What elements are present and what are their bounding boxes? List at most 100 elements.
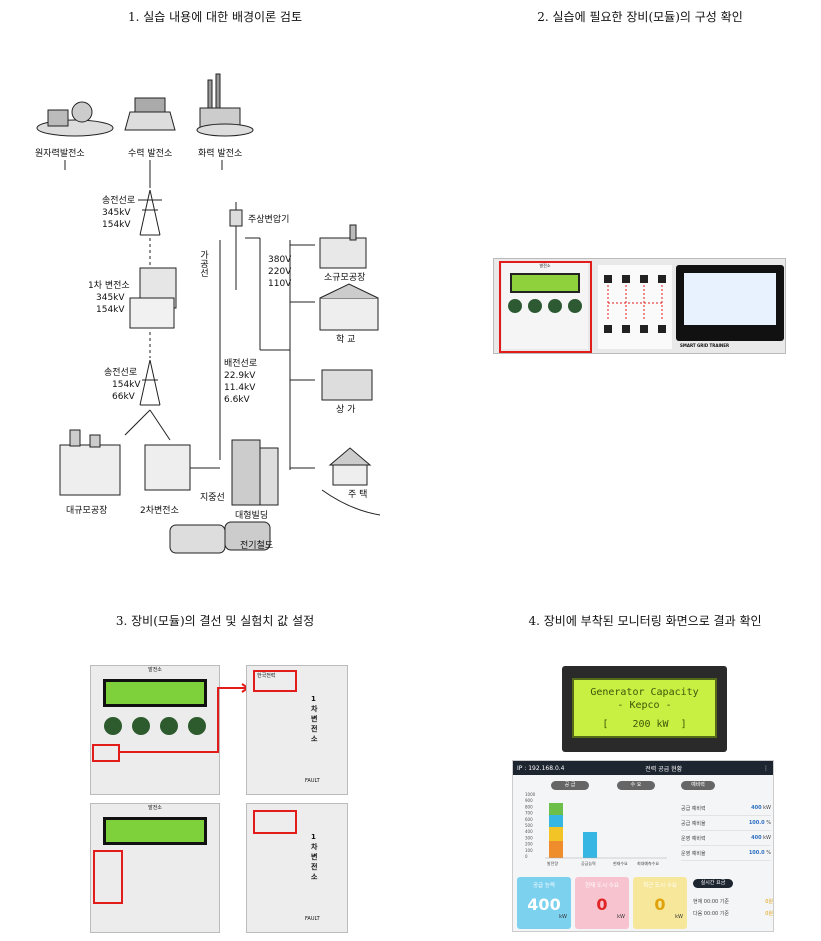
knob-icon bbox=[548, 299, 562, 313]
monitoring-screen: IP : 192.168.0.4 전력 공급 현황 ⋮ 공 급 수 요 예비력 … bbox=[512, 760, 774, 932]
fault-label: FAULT bbox=[305, 778, 320, 784]
screen-header: IP : 192.168.0.4 전력 공급 현황 ⋮ bbox=[513, 761, 773, 775]
lcd-display bbox=[103, 679, 207, 707]
consumer-label: 주 택 bbox=[348, 489, 367, 500]
y-tick-label: 200 bbox=[525, 842, 533, 847]
y-tick-label: 700 bbox=[525, 811, 533, 816]
small-factory-icon bbox=[319, 224, 367, 269]
knob-icon bbox=[188, 717, 206, 735]
connection-line bbox=[120, 683, 249, 753]
large-building-icon bbox=[231, 439, 279, 506]
svg-text:220V: 220V bbox=[268, 267, 292, 277]
tile-supply-capacity: 공급 능력 400 kW bbox=[517, 877, 571, 929]
bar-segment bbox=[549, 827, 563, 841]
svg-text:345kV: 345kV bbox=[96, 293, 125, 303]
reserve-pill: 예비력 bbox=[681, 781, 715, 790]
realtime-fee-pill: 실시간 요금 bbox=[693, 879, 733, 888]
brand-label: SMART GRID TRAINER bbox=[680, 343, 730, 348]
substation-icon bbox=[129, 267, 177, 329]
menu-icon[interactable]: ⋮ bbox=[762, 764, 769, 772]
plant-label: 원자력발전소 bbox=[35, 147, 85, 159]
grid-map-icon bbox=[604, 275, 666, 333]
svg-text:66kV: 66kV bbox=[112, 392, 136, 402]
knob-icon bbox=[160, 717, 178, 735]
highlight-box bbox=[253, 670, 297, 692]
transmission1-label: 송전선로 bbox=[102, 195, 135, 206]
lcd-display: Generator Capacity - Kepco - [ 200 kW ] bbox=[572, 678, 717, 738]
caption-step2: 2. 실습에 필요한 장비(모듈)의 구성 확인 bbox=[537, 10, 743, 24]
knob-icon bbox=[528, 299, 542, 313]
highlight-box bbox=[92, 744, 120, 762]
plant-label: 수력 발전소 bbox=[128, 147, 172, 159]
power-grid-diagram: 원자력발전소 수력 발전소 화력 발전소 송전선로 345kV 154kV 1차… bbox=[35, 73, 381, 554]
svg-text:154kV: 154kV bbox=[112, 380, 141, 390]
caption-step1: 1. 실습 내용에 대한 배경이론 검토 bbox=[127, 10, 303, 24]
y-tick-label: 100 bbox=[525, 848, 533, 853]
house-icon bbox=[321, 447, 381, 516]
consumer-label: 상 가 bbox=[336, 404, 355, 415]
distribution-label: 배전선로 bbox=[224, 358, 257, 369]
wiring-panel-top: 발전소 bbox=[90, 665, 220, 795]
transmission-tower-icon bbox=[139, 359, 161, 406]
y-tick-label: 900 bbox=[525, 798, 533, 803]
bar-segment bbox=[549, 815, 563, 827]
smart-grid-trainer: 발전소 SMART GRID TRAINER bbox=[493, 258, 786, 354]
pole-transformer-label: 주상변압기 bbox=[248, 213, 289, 225]
y-tick-label: 0 bbox=[525, 854, 528, 859]
svg-text:발전량: 발전량 bbox=[547, 860, 558, 866]
knob-icon bbox=[508, 299, 522, 313]
svg-text:현재수요: 현재수요 bbox=[613, 860, 628, 866]
overhead-label: 가공선 bbox=[198, 250, 208, 277]
bar-supply-capacity bbox=[583, 832, 597, 858]
supply-pill: 공 급 bbox=[551, 781, 589, 790]
tile-recent-demand: 최근 도시 수요 0 kW bbox=[633, 877, 687, 929]
wiring-panel-bottom: 발전소 bbox=[90, 803, 220, 933]
svg-text:최대예측수요: 최대예측수요 bbox=[637, 860, 659, 866]
knob-icon bbox=[104, 717, 122, 735]
large-factory-icon bbox=[59, 429, 121, 496]
y-tick-label: 800 bbox=[525, 804, 533, 809]
large-building-label: 대형빌딩 bbox=[235, 510, 268, 521]
thermal-plant-icon bbox=[196, 73, 254, 137]
y-tick-label: 500 bbox=[525, 823, 533, 828]
svg-text:6.6kV: 6.6kV bbox=[224, 395, 251, 405]
substation2-icon bbox=[144, 444, 191, 491]
svg-text:154kV: 154kV bbox=[102, 220, 131, 230]
substation1-label: 1차 변전소 bbox=[88, 279, 130, 291]
grid-map-module bbox=[598, 265, 672, 349]
lcd-display bbox=[103, 817, 207, 845]
hydro-plant-icon bbox=[124, 97, 176, 131]
transmission2-label: 송전선로 bbox=[104, 367, 137, 378]
knob-icon bbox=[568, 299, 582, 313]
highlight-box bbox=[253, 810, 297, 834]
tile-current-demand: 현재 도시 수요 0 kW bbox=[575, 877, 629, 929]
plant-label: 화력 발전소 bbox=[198, 147, 242, 159]
y-tick-label: 1000 bbox=[525, 792, 536, 797]
consumer-label: 소규모공장 bbox=[324, 272, 365, 283]
large-factory-label: 대규모공장 bbox=[66, 505, 107, 516]
pole-transformer-icon bbox=[229, 202, 243, 290]
nuclear-plant-icon bbox=[36, 101, 114, 137]
highlight-box bbox=[93, 850, 123, 904]
svg-text:110V: 110V bbox=[268, 279, 292, 289]
consumer-label: 학 교 bbox=[336, 334, 355, 345]
y-tick-label: 300 bbox=[525, 835, 533, 840]
monitor-screen bbox=[676, 265, 784, 341]
highlight-box bbox=[499, 261, 592, 353]
knob-icon bbox=[132, 717, 150, 735]
plant-module: 발전소 bbox=[502, 263, 588, 349]
demand-pill: 수 요 bbox=[617, 781, 655, 790]
shop-icon bbox=[321, 369, 373, 401]
railway-label: 전기철도 bbox=[240, 540, 273, 551]
y-tick-label: 600 bbox=[525, 817, 533, 822]
svg-text:154kV: 154kV bbox=[96, 305, 125, 315]
